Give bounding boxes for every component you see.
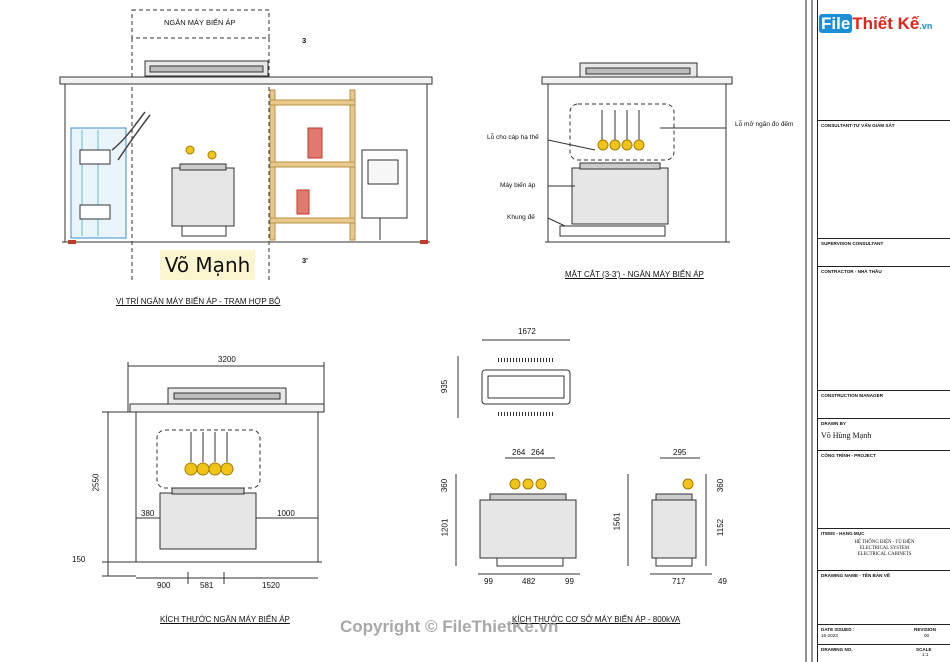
dim-bottom-right: 1520 <box>262 581 280 590</box>
dim-w99a: 99 <box>484 577 493 586</box>
title-block: CONSULTANT-TƯ VẤN GIÁM SÁT SUPERVISON CO… <box>817 0 950 662</box>
dim-bottom-mid: 581 <box>200 581 214 590</box>
tb-contractor: CONTRACTOR - NHÀ THẦU <box>818 266 950 390</box>
dim-h1561: 1561 <box>612 512 622 531</box>
dim-h360a: 360 <box>440 478 450 493</box>
view2-section <box>541 62 733 243</box>
dim-height: 2550 <box>91 473 101 492</box>
frame-label: Khung đế <box>507 214 535 221</box>
ngan-may-bien-ap-label: NGĂN MÁY BIẾN ÁP <box>164 18 236 27</box>
tb-supervision: SUPERVISON CONSULTANT <box>818 238 950 266</box>
tb-drawing-no: DRAWING NO.SCALE 1:1 <box>818 644 950 662</box>
view3-dimensions <box>102 362 325 584</box>
dim-w482: 482 <box>522 577 536 586</box>
dim-w99b: 99 <box>565 577 574 586</box>
dim-width: 3200 <box>218 355 236 364</box>
dim-base: 150 <box>72 555 86 564</box>
tb-construction-manager: CONSTRUCTION MANAGER <box>818 390 950 418</box>
view4-caption: KÍCH THƯỚC CƠ SỞ MÁY BIẾN ÁP - 800kVA <box>512 615 681 624</box>
dim-top-width: 1672 <box>518 327 536 336</box>
tb-project: CÔNG TRÌNH - PROJECT <box>818 450 950 528</box>
dim-h1152: 1152 <box>716 518 726 537</box>
dim-left: 380 <box>141 509 155 518</box>
vent-label: Lỗ mở ngăn đo đếm <box>735 121 794 128</box>
transformer-label: Máy biến áp <box>500 182 536 189</box>
dim-b1: 264 <box>512 448 526 457</box>
dim-right: 1000 <box>277 509 295 518</box>
dim-w717: 717 <box>672 577 686 586</box>
drawn-by-name: Võ Hùng Mạnh <box>821 431 872 440</box>
copyright-watermark: Copyright © FileThietKe.vn <box>340 617 559 636</box>
section-marker-bottom: 3' <box>302 256 308 265</box>
dim-side-top: 295 <box>673 448 687 457</box>
view1-caption: VỊ TRÍ NGĂN MÁY BIẾN ÁP - TRẠM HỢP BỘ <box>116 297 281 306</box>
view1-kiosk <box>59 9 433 282</box>
dim-bottom-left: 900 <box>157 581 171 590</box>
dim-b2: 264 <box>531 448 545 457</box>
view4-base-dimensions <box>455 339 712 575</box>
tb-consultant: CONSULTANT-TƯ VẤN GIÁM SÁT <box>818 120 950 238</box>
view2-caption: MẶT CẮT (3-3') - NGĂN MÁY BIẾN ÁP <box>565 270 704 279</box>
dim-h360b: 360 <box>716 478 726 493</box>
section-marker-top: 3 <box>302 36 307 45</box>
cable-hole-label: Lỗ cho cáp hạ thế <box>487 134 539 141</box>
signature-stamp: Võ Mạnh <box>160 250 255 280</box>
view3-caption: KÍCH THƯỚC NGĂN MÁY BIẾN ÁP <box>160 615 290 624</box>
dim-w49: 49 <box>718 577 727 586</box>
dim-top-height: 935 <box>440 379 450 394</box>
tb-drawing-name: DRAWING NAME - TÊN BẢN VẼ <box>818 570 950 624</box>
dim-h1201: 1201 <box>440 518 450 537</box>
tb-items: ITEMS - HẠNG MỤC HỆ THỐNG ĐIỆN - TỦ ĐIỆN… <box>818 528 950 570</box>
